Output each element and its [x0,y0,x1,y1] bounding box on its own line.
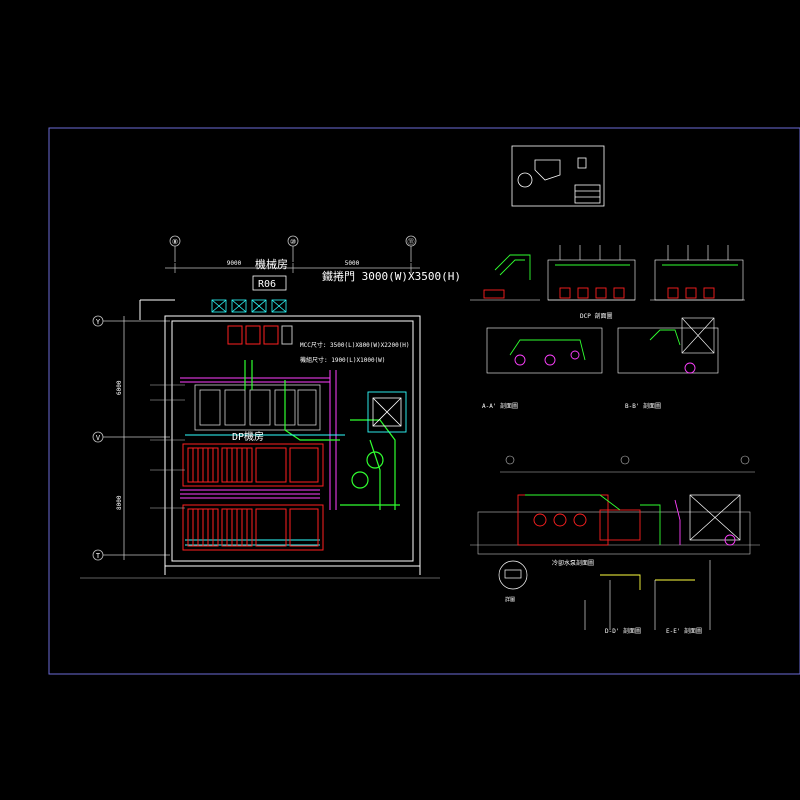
dim-top-1: 9000 [227,260,242,267]
pump-group [227,325,293,345]
spec-line-1: MCC尺寸: 3500(L)X800(W)X2200(H) [300,341,410,349]
grid-label-top-3: ⑪ [408,238,415,246]
top-dimension-line [165,263,420,273]
room-walls [139,299,421,575]
header-pipes [180,370,337,510]
dcp-label: DCP 剖面圖 [580,312,612,320]
drawing-frame [48,127,800,675]
room-tag-box [252,275,287,291]
grid-label-top-1: ⑧ [172,238,178,246]
section-large [470,455,760,630]
section-pump-elevations [470,245,745,301]
annotation-leaders [150,384,185,509]
grid-label-top-2: ⑩ [290,238,296,246]
room-tag: R06 [258,279,276,290]
key-plan [511,145,605,207]
detail-label: 詳圖 [505,596,515,603]
section-a-label: A-A' 剖面圖 [482,402,518,410]
chiller-upper [194,384,321,431]
room-title: 機械房 [255,257,288,271]
grid-axis-left [92,315,170,561]
section-d-label: D-D' 剖面圖 [605,627,641,635]
dim-left-2: 8000 [116,495,123,510]
door-note: 鐵捲門 3000(W)X3500(H) [322,269,461,283]
fan-units-row [211,299,287,313]
grid-label-left-2: V [96,434,101,442]
grid-label-left-1: Y [96,318,101,326]
chiller-red-2 [182,504,324,551]
grid-axis-top [169,235,417,262]
cooling-tower-box [372,397,402,427]
section-a-b [486,317,719,374]
dim-top-2: 5000 [345,260,360,267]
floor-plan: ⑧ ⑩ ⑪ 9000 5000 機械房 R06 鐵捲門 3000(W)X3500… [80,235,461,579]
section-e-label: E-E' 剖面圖 [666,627,702,635]
spec-line-2: 機組尺寸: 1900(L)X1000(W) [300,356,385,364]
dim-left-1: 6000 [116,380,123,395]
grid-label-left-3: T [96,552,101,560]
large-section-note: 冷卻水泵剖面圖 [552,559,594,567]
chiller-red-1 [182,443,324,487]
plant-room-label: DP機房 [232,430,264,443]
section-b-label: B-B' 剖面圖 [625,402,661,410]
